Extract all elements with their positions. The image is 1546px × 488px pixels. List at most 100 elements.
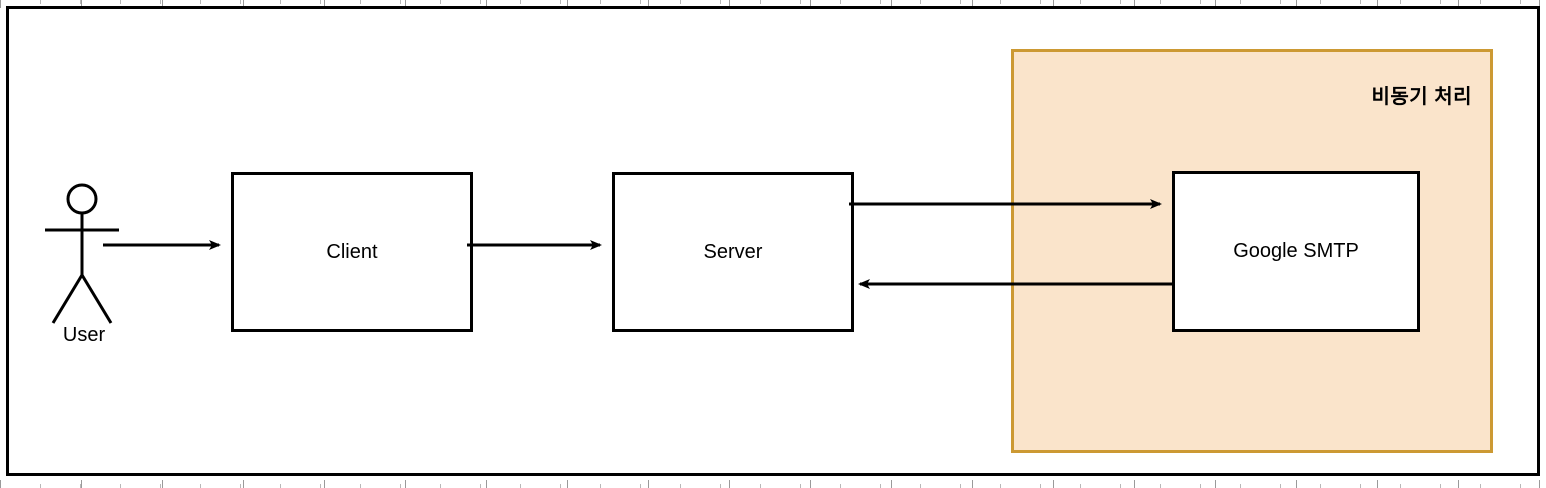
ruler-tick — [640, 484, 641, 488]
ruler-tick — [1480, 0, 1481, 4]
ruler-tick — [1520, 0, 1521, 4]
ruler-tick — [880, 484, 881, 488]
ruler-tick — [120, 0, 121, 4]
ruler-tick — [1040, 0, 1041, 4]
ruler-tick-major — [324, 480, 325, 488]
ruler-tick — [720, 484, 721, 488]
ruler-tick — [1000, 484, 1001, 488]
node-server[interactable]: Server — [612, 172, 854, 332]
ruler-tick — [80, 0, 81, 4]
ruler-tick — [800, 0, 801, 4]
ruler-tick — [1480, 484, 1481, 488]
ruler-tick-major — [324, 0, 325, 8]
ruler-tick — [960, 0, 961, 4]
ruler-tick — [720, 0, 721, 4]
ruler-tick-major — [1377, 480, 1378, 488]
user-actor[interactable] — [27, 177, 139, 357]
ruler-tick — [600, 0, 601, 4]
ruler-tick — [1240, 0, 1241, 4]
ruler-tick-major — [81, 480, 82, 488]
ruler-tick-major — [648, 480, 649, 488]
ruler-tick — [280, 0, 281, 4]
ruler-tick — [320, 484, 321, 488]
ruler-tick — [920, 0, 921, 4]
ruler-tick-major — [810, 480, 811, 488]
node-google-smtp-label: Google SMTP — [1233, 240, 1359, 262]
ruler-tick — [400, 0, 401, 4]
ruler-tick — [1440, 484, 1441, 488]
ruler-tick — [760, 484, 761, 488]
ruler-tick-major — [729, 480, 730, 488]
ruler-tick — [840, 0, 841, 4]
ruler-tick — [1320, 0, 1321, 4]
ruler-tick-major — [648, 0, 649, 8]
node-client[interactable]: Client — [231, 172, 473, 332]
ruler-tick-major — [405, 480, 406, 488]
ruler-tick — [1160, 0, 1161, 4]
ruler-tick — [160, 484, 161, 488]
ruler-tick — [560, 0, 561, 4]
ruler-tick-major — [1458, 480, 1459, 488]
node-google-smtp[interactable]: Google SMTP — [1172, 171, 1420, 332]
ruler-tick-major — [162, 0, 163, 8]
stick-figure-icon — [45, 183, 119, 324]
ruler-tick-major — [1539, 0, 1540, 8]
ruler-tick — [520, 0, 521, 4]
ruler-tick-major — [567, 480, 568, 488]
ruler-tick-major — [1296, 0, 1297, 8]
ruler-tick — [960, 484, 961, 488]
ruler-tick-major — [1134, 0, 1135, 8]
ruler-tick — [160, 0, 161, 4]
ruler-tick-major — [0, 0, 1, 8]
ruler-tick — [240, 484, 241, 488]
ruler-tick — [1360, 0, 1361, 4]
ruler-tick — [880, 0, 881, 4]
ruler-tick — [1400, 484, 1401, 488]
ruler-tick-major — [1053, 0, 1054, 8]
ruler-tick — [1120, 484, 1121, 488]
ruler-tick — [40, 0, 41, 4]
ruler-tick-major — [81, 0, 82, 8]
ruler-tick — [1360, 484, 1361, 488]
ruler-tick-major — [1539, 480, 1540, 488]
ruler-tick — [1280, 484, 1281, 488]
ruler-tick-major — [972, 480, 973, 488]
ruler-tick-major — [1458, 0, 1459, 8]
ruler-tick — [840, 484, 841, 488]
ruler-tick-major — [162, 480, 163, 488]
ruler-tick — [1120, 0, 1121, 4]
ruler-tick-major — [486, 0, 487, 8]
ruler-tick — [1240, 484, 1241, 488]
ruler-tick — [240, 0, 241, 4]
ruler-tick — [1000, 0, 1001, 4]
ruler-tick — [480, 484, 481, 488]
ruler-tick — [1200, 484, 1201, 488]
ruler-tick-major — [810, 0, 811, 8]
ruler-tick — [1440, 0, 1441, 4]
ruler-bottom — [0, 480, 1546, 488]
ruler-tick — [600, 484, 601, 488]
ruler-tick — [560, 484, 561, 488]
ruler-tick — [1520, 484, 1521, 488]
ruler-tick — [320, 0, 321, 4]
ruler-tick — [680, 484, 681, 488]
ruler-tick-major — [1134, 480, 1135, 488]
ruler-tick — [680, 0, 681, 4]
ruler-tick — [440, 484, 441, 488]
ruler-tick — [760, 0, 761, 4]
ruler-tick — [360, 0, 361, 4]
ruler-tick — [800, 484, 801, 488]
ruler-tick — [120, 484, 121, 488]
page-frame: 비동기 처리 User Client Server Google SMTP — [6, 6, 1540, 476]
ruler-tick — [400, 484, 401, 488]
ruler-tick-major — [891, 480, 892, 488]
ruler-tick — [480, 0, 481, 4]
ruler-tick-major — [729, 0, 730, 8]
node-server-label: Server — [703, 240, 763, 263]
ruler-tick — [920, 484, 921, 488]
ruler-tick — [40, 484, 41, 488]
ruler-tick-major — [891, 0, 892, 8]
ruler-tick — [1080, 0, 1081, 4]
ruler-tick — [1160, 484, 1161, 488]
